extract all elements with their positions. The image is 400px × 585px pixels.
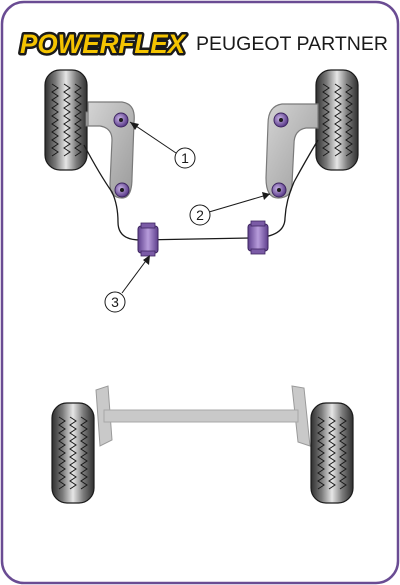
bush-icon <box>247 220 269 255</box>
bush-icon-core <box>119 118 123 122</box>
tyre-icon <box>51 402 95 504</box>
bush-icon <box>137 222 159 257</box>
anti-roll-bar <box>83 139 319 241</box>
logo-text-fill: POWERFLEX <box>20 29 187 59</box>
callout-3: 3 <box>104 255 150 313</box>
logo-text-outline: POWERFLEX <box>20 29 187 59</box>
callout-number: 2 <box>196 207 204 223</box>
bush-icon-core <box>120 188 124 192</box>
callout-1: 1 <box>129 121 196 169</box>
rear-beam <box>103 409 299 423</box>
tyre-icon <box>310 402 354 504</box>
bush-icon-core <box>277 188 281 192</box>
callout-2: 2 <box>189 192 271 226</box>
callout-number: 3 <box>111 294 119 310</box>
powerflex-logo: POWERFLEX POWERFLEX <box>18 27 190 62</box>
page-title: PEUGEOT PARTNER <box>196 34 388 55</box>
tyre-icon <box>315 69 359 171</box>
bush-icon-core <box>279 118 283 122</box>
control-arm-icon <box>265 103 319 199</box>
callout-number: 1 <box>181 150 189 166</box>
tyre-icon <box>44 69 88 171</box>
